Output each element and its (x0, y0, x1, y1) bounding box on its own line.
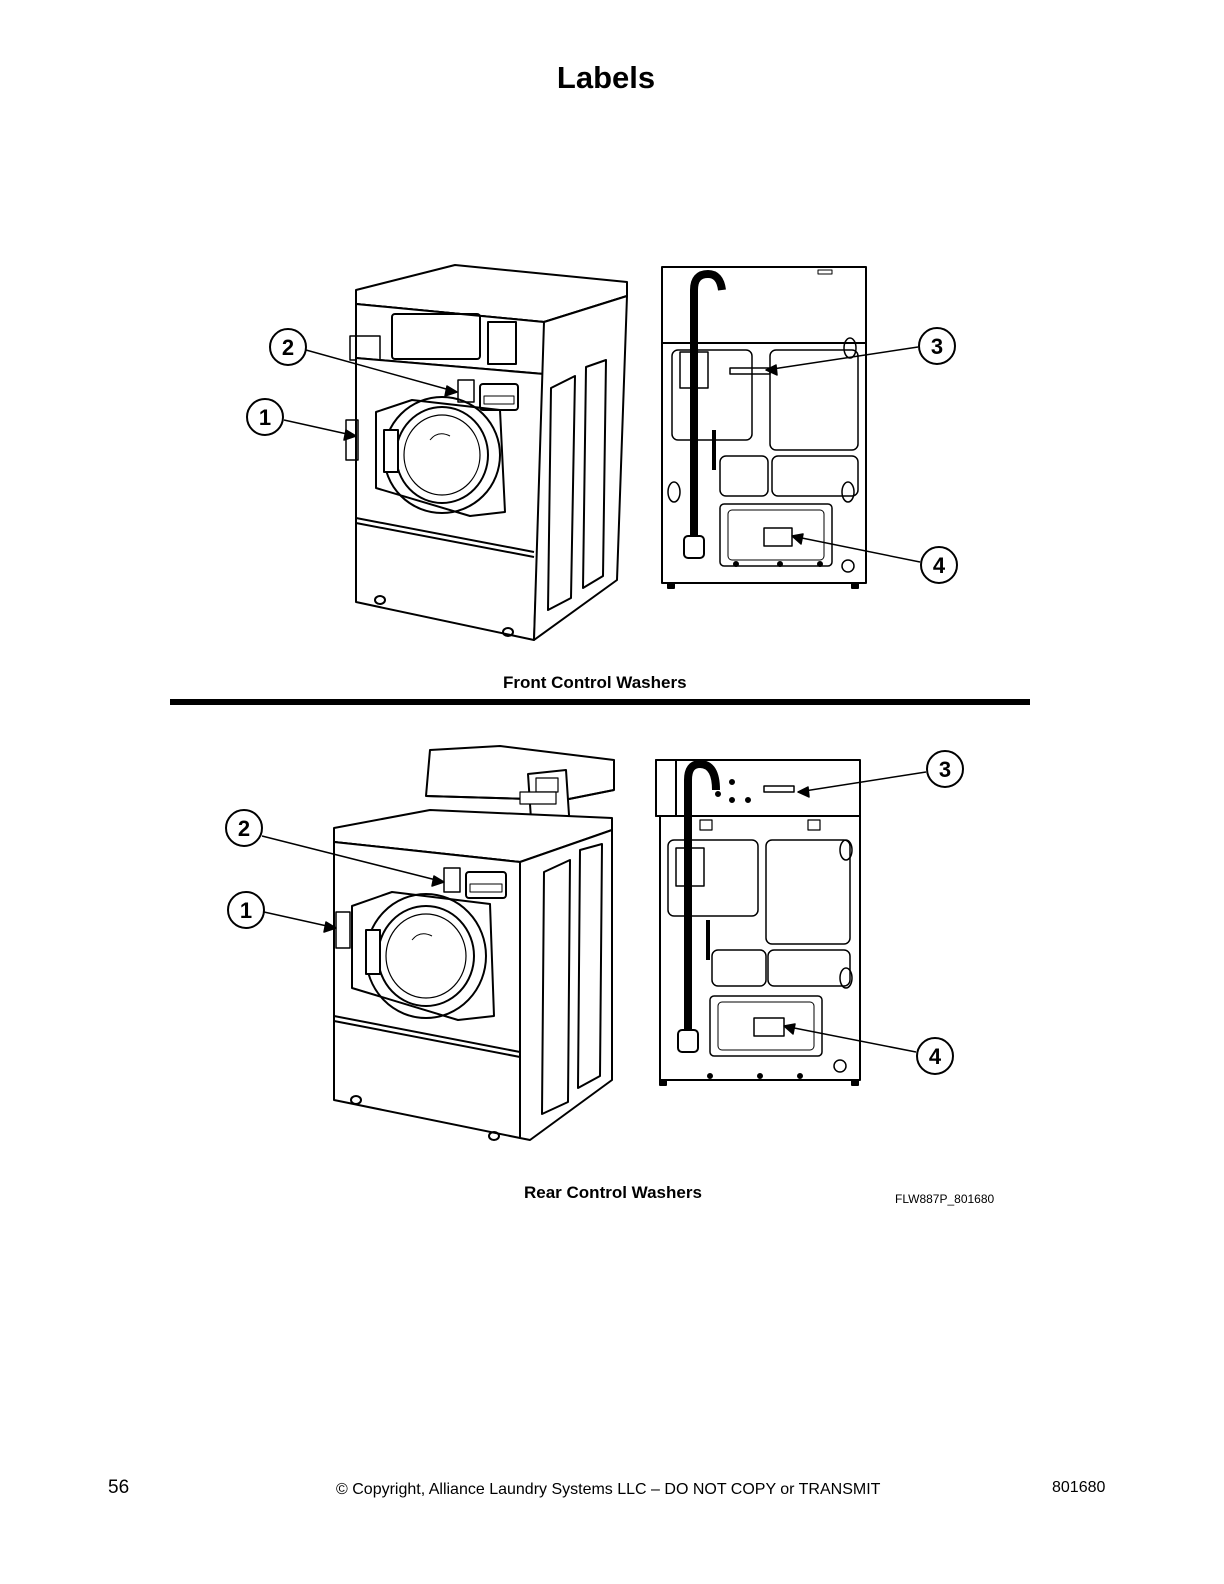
rear-callout-3: 3 (926, 750, 964, 788)
front-washer-rear-view (661, 266, 867, 589)
rear-callout-4: 4 (916, 1037, 954, 1075)
svg-text:3: 3 (939, 757, 951, 782)
svg-text:1: 1 (259, 405, 271, 430)
front-control-caption: Front Control Washers (503, 673, 687, 692)
figure-id: FLW887P_801680 (895, 1192, 995, 1206)
svg-text:1: 1 (240, 898, 252, 923)
svg-text:4: 4 (933, 553, 946, 578)
rear-callout-leaders (261, 771, 927, 1053)
copyright-notice: © Copyright, Alliance Laundry Systems LL… (336, 1481, 881, 1498)
document-number: 801680 (1052, 1479, 1106, 1496)
page-number: 56 (108, 1477, 130, 1498)
page-title: Labels (556, 60, 656, 95)
front-callout-1: 1 (246, 398, 284, 436)
rear-callout-1: 1 (227, 891, 265, 929)
svg-text:2: 2 (282, 335, 294, 360)
front-callout-2: 2 (269, 328, 307, 366)
rear-callout-2: 2 (225, 809, 263, 847)
section-divider (170, 699, 1030, 705)
front-callout-leaders (283, 346, 921, 563)
svg-text:3: 3 (931, 334, 943, 359)
svg-text:2: 2 (238, 816, 250, 841)
svg-text:4: 4 (929, 1044, 942, 1069)
rear-washer-front-view (333, 745, 615, 1141)
front-washer-front-view (345, 264, 628, 641)
rear-washer-rear-view (655, 759, 861, 1086)
front-callout-3: 3 (918, 327, 956, 365)
front-callout-4: 4 (920, 546, 958, 584)
rear-control-caption: Rear Control Washers (524, 1183, 702, 1202)
